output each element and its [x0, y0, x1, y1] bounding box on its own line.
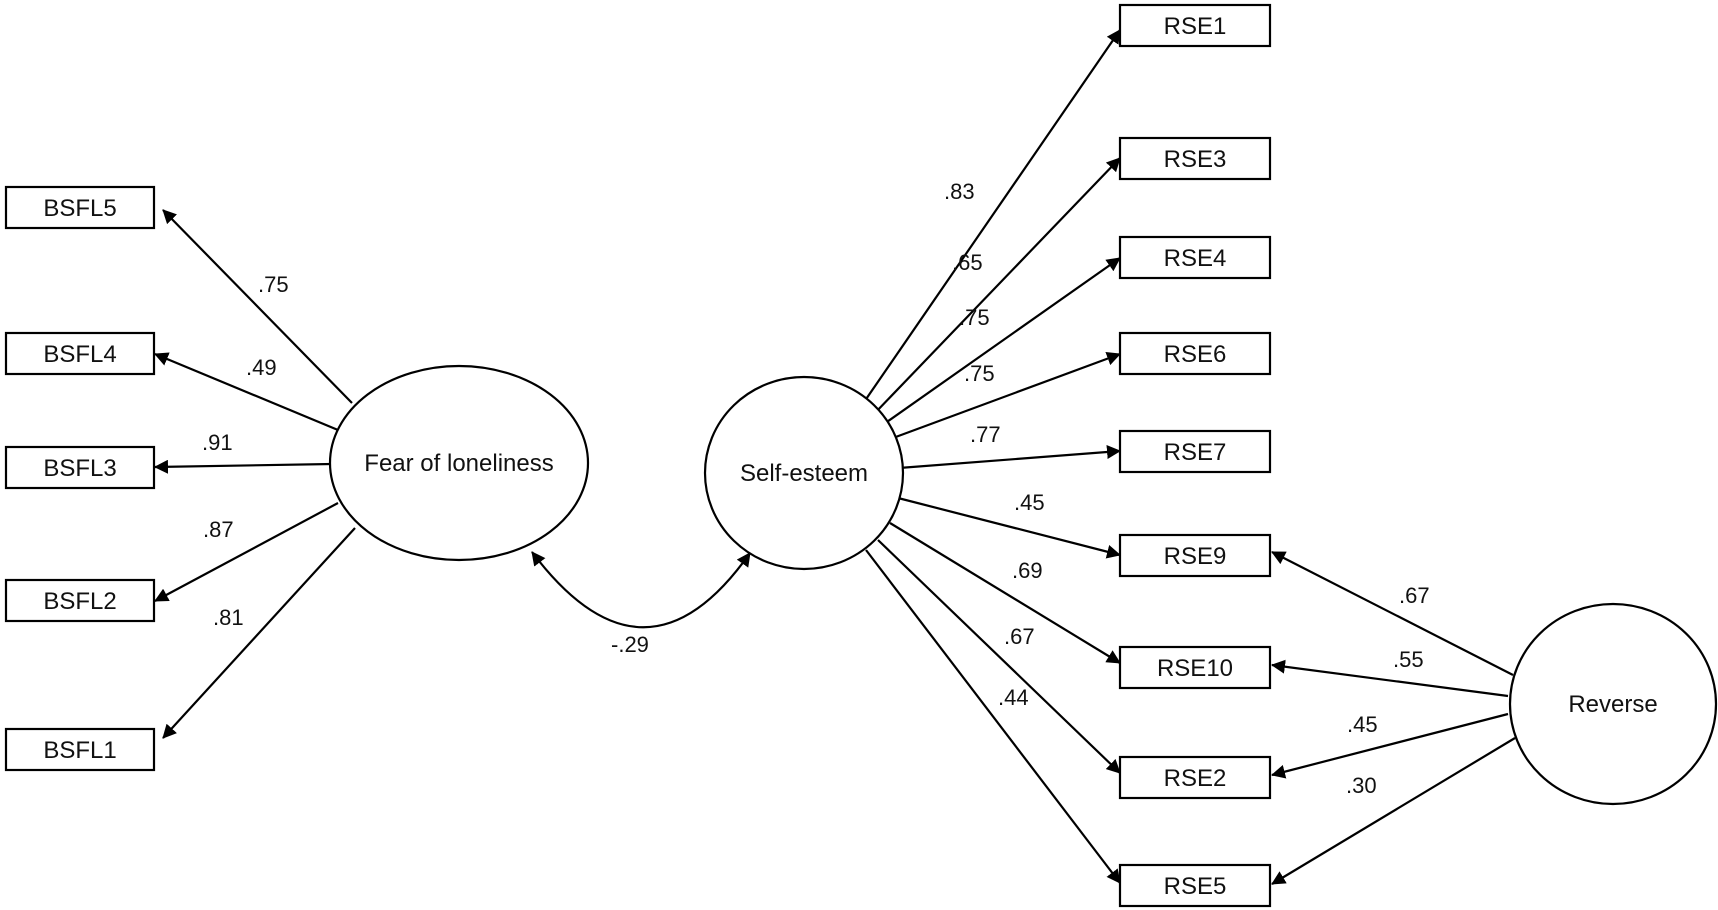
coef-fear-bsfl2: .87	[203, 517, 234, 542]
factor-self-esteem	[703, 375, 905, 571]
label-rse7: RSE7	[1164, 439, 1227, 466]
coef-self-rse7: .77	[970, 422, 1001, 447]
box-rse2	[1118, 755, 1272, 800]
path-self-rse5	[865, 549, 1121, 884]
coef-self-rse4: .75	[959, 305, 990, 330]
coef-correlation-fear-self: -.29	[611, 632, 649, 657]
label-reverse: Reverse	[1568, 691, 1657, 718]
factor-fear-of-loneliness	[328, 364, 590, 562]
path-self-rse1	[861, 29, 1121, 406]
coef-fear-bsfl3: .91	[202, 430, 233, 455]
correlation-fear-self	[531, 551, 751, 629]
coef-self-rse9: .45	[1014, 490, 1045, 515]
coef-fear-bsfl1: .81	[213, 605, 244, 630]
coef-self-rse10: .69	[1012, 558, 1043, 583]
coef-self-rse2: .67	[1004, 624, 1035, 649]
coef-reverse-rse10: .55	[1393, 647, 1424, 672]
box-rse1	[1118, 3, 1272, 48]
coef-self-rse5: .44	[998, 685, 1029, 710]
box-rse4	[1118, 235, 1272, 280]
path-reverse-rse10	[1271, 659, 1509, 698]
path-self-rse2	[877, 539, 1121, 774]
path-reverse-rse9	[1271, 551, 1514, 676]
label-rse4: RSE4	[1164, 245, 1227, 272]
path-fear-bsfl3	[154, 459, 333, 474]
coef-self-rse3: .65	[952, 250, 983, 275]
label-rse1: RSE1	[1164, 13, 1227, 40]
box-rse3	[1118, 136, 1272, 181]
path-self-rse9	[897, 496, 1121, 559]
label-fear-of-loneliness: Fear of loneliness	[364, 450, 553, 477]
box-bsfl4	[4, 331, 156, 376]
box-rse7	[1118, 429, 1272, 474]
box-rse5	[1118, 863, 1272, 908]
label-bsfl5: BSFL5	[43, 195, 116, 222]
label-rse6: RSE6	[1164, 341, 1227, 368]
coef-reverse-rse5: .30	[1346, 773, 1377, 798]
box-bsfl1	[4, 727, 156, 772]
coef-self-rse6: .75	[964, 361, 995, 386]
path-fear-bsfl5	[162, 209, 353, 404]
box-bsfl2	[4, 578, 156, 623]
factor-reverse	[1508, 602, 1718, 806]
coef-reverse-rse9: .67	[1399, 583, 1430, 608]
label-rse10: RSE10	[1157, 655, 1233, 682]
label-self-esteem: Self-esteem	[740, 460, 868, 487]
label-bsfl3: BSFL3	[43, 455, 116, 482]
path-fear-bsfl2	[154, 502, 339, 602]
coef-reverse-rse2: .45	[1347, 712, 1378, 737]
path-self-rse10	[889, 522, 1121, 664]
label-rse5: RSE5	[1164, 873, 1227, 900]
label-bsfl1: BSFL1	[43, 737, 116, 764]
label-bsfl2: BSFL2	[43, 588, 116, 615]
path-self-rse3	[873, 157, 1121, 415]
box-rse6	[1118, 331, 1272, 376]
coef-fear-bsfl5: .75	[258, 272, 289, 297]
path-reverse-rse5	[1271, 737, 1516, 885]
label-bsfl4: BSFL4	[43, 341, 116, 368]
box-bsfl3	[4, 445, 156, 490]
box-rse10	[1118, 645, 1272, 690]
label-rse9: RSE9	[1164, 543, 1227, 570]
path-fear-bsfl1	[162, 527, 356, 739]
label-rse3: RSE3	[1164, 146, 1227, 173]
path-fear-bsfl4	[154, 352, 339, 432]
box-bsfl5	[4, 185, 156, 230]
box-rse9	[1118, 533, 1272, 578]
path-self-rse7	[898, 445, 1121, 470]
path-self-rse6	[892, 351, 1121, 440]
path-reverse-rse2	[1271, 712, 1509, 779]
coef-self-rse1: .83	[944, 179, 975, 204]
label-rse2: RSE2	[1164, 765, 1227, 792]
coef-fear-bsfl4: .49	[246, 355, 277, 380]
path-self-rse4	[883, 257, 1121, 425]
